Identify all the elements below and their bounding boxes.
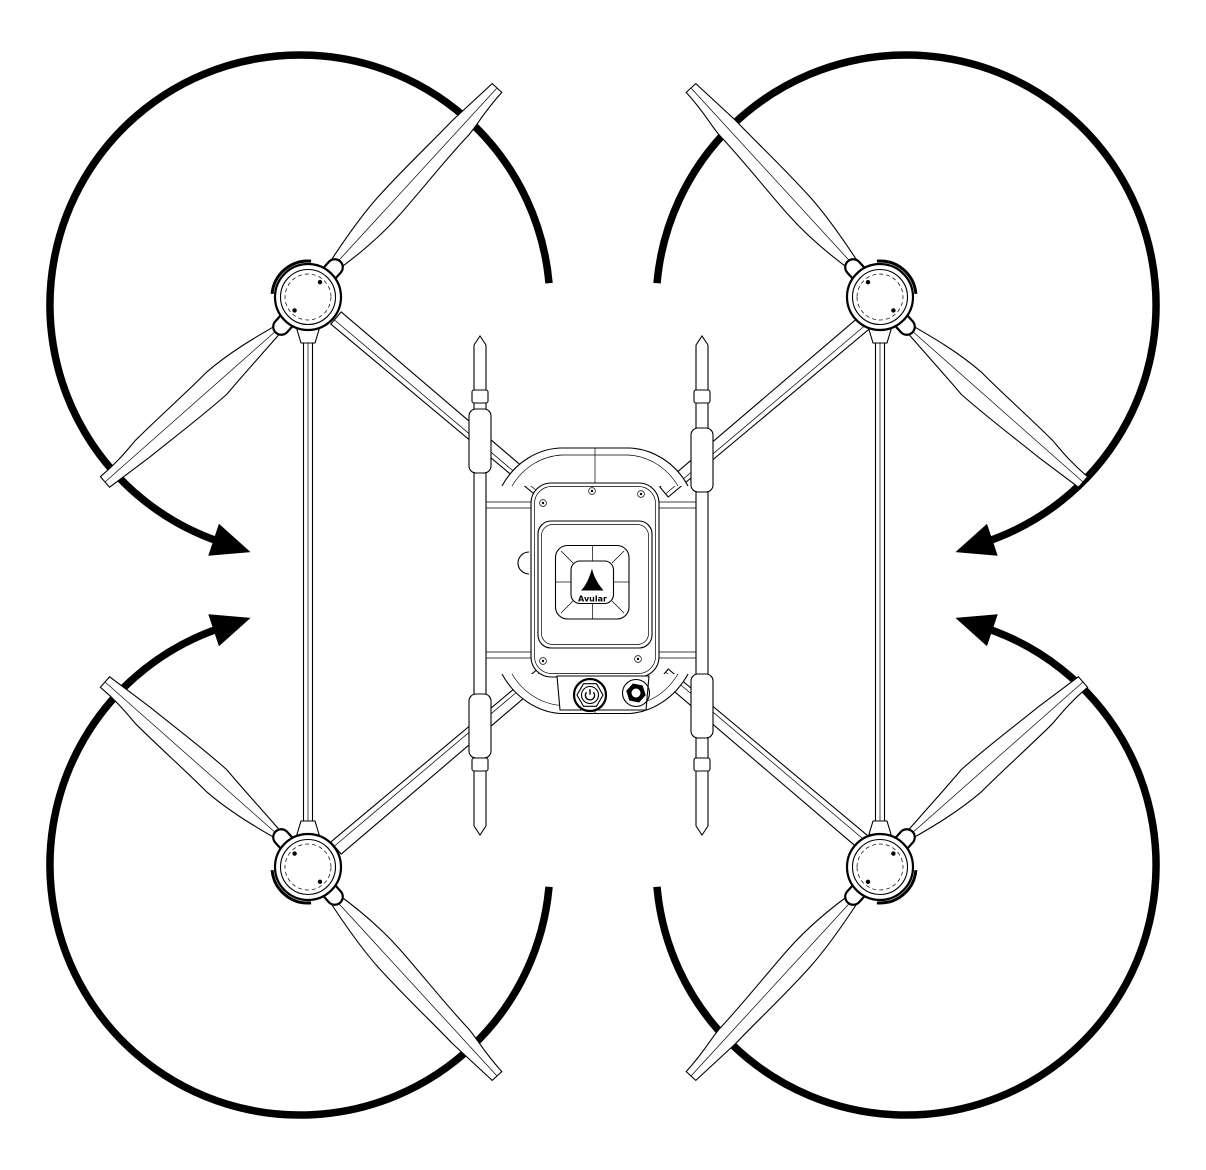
rotation-arrow-rear-left-cw [46, 614, 553, 1119]
left-leg-tube [302, 343, 314, 822]
power-button [572, 677, 608, 713]
logo-plate: Avular [554, 544, 630, 620]
rear-left-motor [268, 819, 348, 910]
connector-socket-icon [621, 678, 651, 708]
cable-loop [517, 551, 530, 575]
center-body: Avular [501, 447, 689, 715]
rotation-arrow-front-left-ccw [46, 51, 553, 556]
control-panel [556, 675, 651, 714]
arm-rail-clamp [468, 408, 492, 474]
right-side-rail [693, 335, 711, 836]
avular-triangle-logo [581, 568, 604, 591]
power-icon [584, 689, 596, 701]
front-left-motor [268, 254, 348, 345]
arm-rail-clamp [468, 693, 492, 759]
front-left-arm [330, 311, 547, 498]
rear-right-arm [659, 668, 876, 855]
arm-rail-clamp [690, 427, 714, 493]
side-struts [486, 501, 696, 659]
rear-left-arm [330, 668, 547, 855]
front-right-arm [659, 311, 876, 498]
logo-text: Avular [578, 595, 607, 604]
arm-rail-clamp [690, 673, 714, 739]
drone-illustration: Avular [99, 83, 1089, 1081]
right-leg-tube [874, 343, 886, 822]
